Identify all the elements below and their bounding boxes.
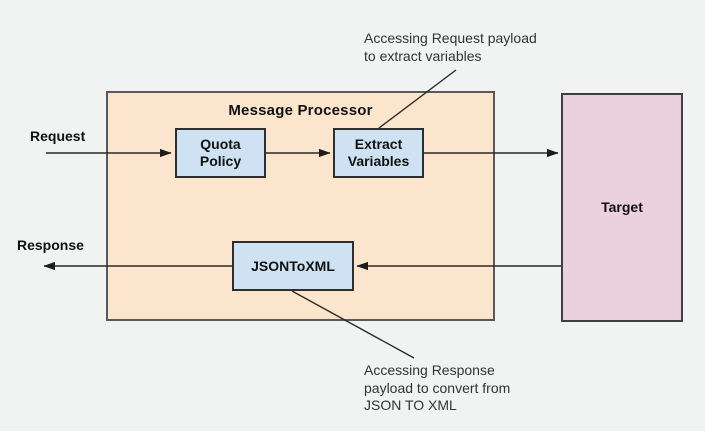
json-to-xml-label: JSONToXML <box>251 257 335 274</box>
extract-variables-label: Extract Variables <box>347 136 410 169</box>
request-payload-annotation: Accessing Request payload to extract var… <box>364 30 537 65</box>
quota-policy-node: Quota Policy <box>175 128 266 178</box>
target-label: Target <box>601 199 643 215</box>
annotation-line: to extract variables <box>364 47 482 64</box>
annotation-line: JSON TO XML <box>364 397 457 413</box>
json-to-xml-node: JSONToXML <box>232 241 354 291</box>
annotation-line: Accessing Request payload <box>364 30 537 46</box>
extract-variables-node: Extract Variables <box>333 128 424 178</box>
request-label: Request <box>30 128 86 144</box>
annotation-line: Accessing Response <box>364 362 495 378</box>
message-processor-title: Message Processor <box>228 102 373 119</box>
response-label: Response <box>17 237 84 253</box>
target-box: Target <box>561 93 683 322</box>
response-payload-annotation: Accessing Response payload to convert fr… <box>364 362 510 415</box>
quota-policy-label: Quota Policy <box>199 136 242 169</box>
annotation-line: payload to convert from <box>364 379 511 396</box>
